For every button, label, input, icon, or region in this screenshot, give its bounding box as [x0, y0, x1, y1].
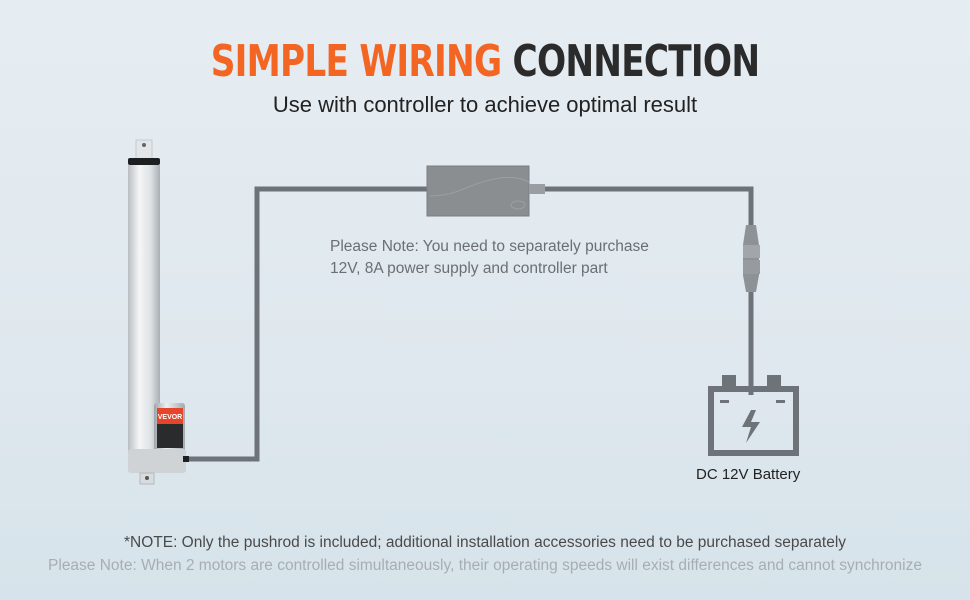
power-supply-box: [426, 165, 545, 217]
power-supply-note-line2: 12V, 8A power supply and controller part: [330, 260, 608, 277]
power-supply-note-line1: Please Note: You need to separately purc…: [330, 238, 649, 255]
inline-connector: [743, 225, 760, 292]
power-supply-note: Please Note: You need to separately purc…: [330, 236, 649, 280]
footer-note-pushrod: *NOTE: Only the pushrod is included; add…: [123, 534, 847, 551]
actuator-brand: VEVOR: [158, 414, 183, 421]
title-rest: CONNECTION: [512, 36, 761, 87]
footer-note-sync: Please Note: When 2 motors are controlle…: [48, 557, 922, 574]
battery-label: DC 12V Battery: [696, 466, 801, 483]
wire: [186, 186, 754, 462]
linear-actuator: VEVOR: [128, 139, 189, 485]
battery-icon: [708, 375, 799, 456]
title-highlight: SIMPLE WIRING: [210, 36, 502, 87]
page-title: SIMPLE WIRING CONNECTION: [107, 36, 864, 87]
subtitle: Use with controller to achieve optimal r…: [272, 92, 698, 117]
